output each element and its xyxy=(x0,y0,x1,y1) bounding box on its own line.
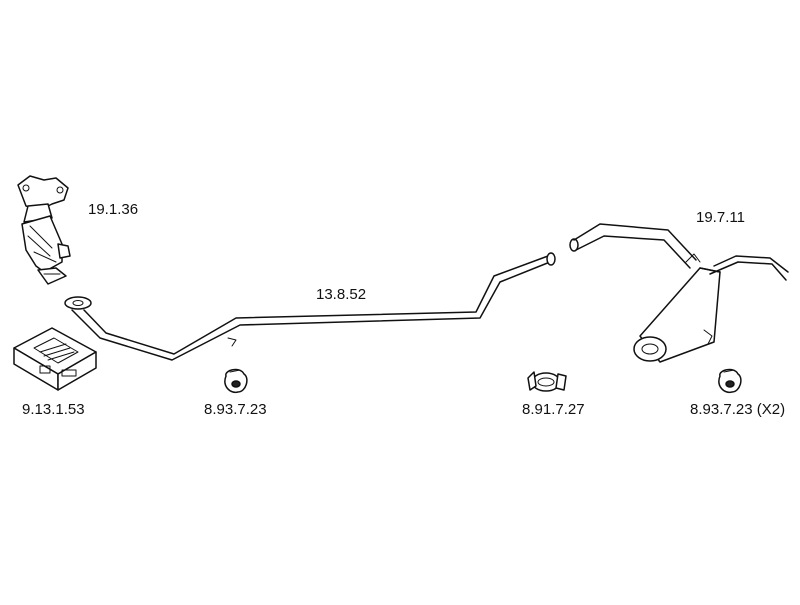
rubber-mount-front-drawing xyxy=(224,368,248,394)
part-label-pipe-clamp: 8.91.7.27 xyxy=(522,401,585,418)
part-label-rear-silencer: 19.7.11 xyxy=(696,209,745,226)
part-label-catalytic-converter: 19.1.36 xyxy=(88,201,139,218)
rear-silencer-drawing xyxy=(569,223,789,363)
part-label-rubber-mount-rear: 8.93.7.23 (X2) xyxy=(690,401,786,418)
part-label-middle-pipe: 13.8.52 xyxy=(316,286,367,303)
middle-pipe-drawing xyxy=(64,252,556,361)
rubber-mount-rear-drawing xyxy=(718,368,742,394)
catalytic-converter-drawing xyxy=(17,175,71,285)
part-label-fitting-kit: 9.13.1.53 xyxy=(22,401,85,418)
part-label-rubber-mount-front: 8.93.7.23 xyxy=(204,401,267,418)
fitting-kit-drawing xyxy=(13,327,97,391)
pipe-clamp-drawing xyxy=(527,371,567,392)
